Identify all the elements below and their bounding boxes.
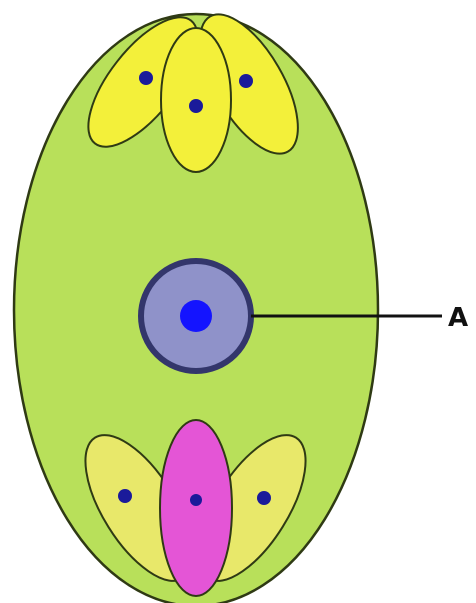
bottom-right-nucleus (257, 491, 271, 505)
top-right-nucleus (239, 74, 253, 88)
central-cell (141, 261, 251, 371)
top-left-nucleus (139, 71, 153, 85)
central-cell-nucleus (180, 300, 212, 332)
label-a: A (448, 303, 468, 333)
top-middle-nucleus (189, 99, 203, 113)
top-cell-group (69, 0, 317, 172)
bottom-cell-group (64, 419, 326, 598)
bottom-middle-nucleus (190, 494, 202, 506)
bottom-left-nucleus (118, 489, 132, 503)
bottom-middle-cell (160, 420, 232, 596)
